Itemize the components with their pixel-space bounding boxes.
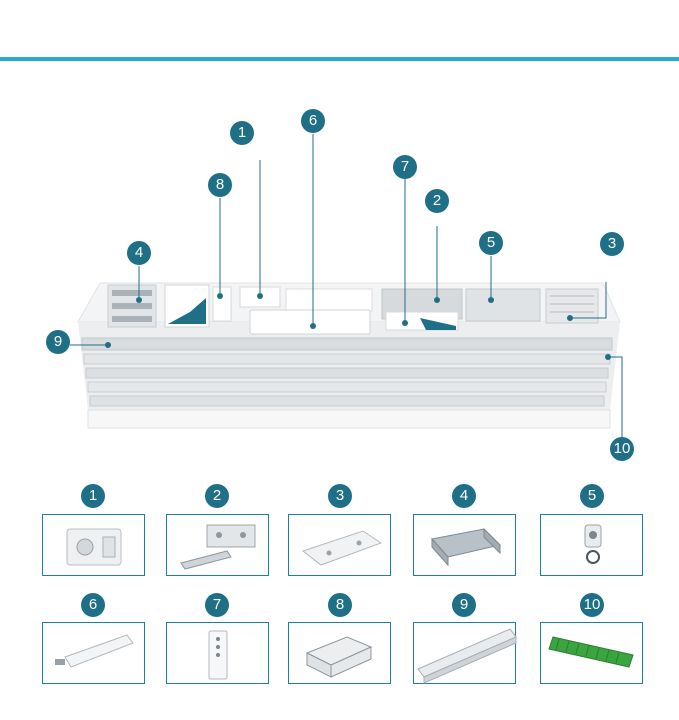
part-number-badge: 5 [580, 484, 604, 508]
callout-badge: 7 [393, 155, 417, 179]
remote-control-icon [208, 630, 228, 680]
part-tile [540, 514, 643, 576]
part-tile [288, 622, 391, 684]
callout-badge: 10 [610, 437, 634, 461]
part-number-badge: 6 [81, 593, 105, 617]
part-tile [166, 622, 269, 684]
belt-icon [548, 636, 634, 668]
part-tile [413, 622, 517, 684]
callout-badge: 6 [301, 109, 325, 133]
rail-profile-icon [417, 628, 517, 684]
channel-clip-icon [431, 527, 501, 567]
part-number-badge: 1 [81, 484, 105, 508]
motor-icon [55, 634, 134, 668]
callout-badge: 9 [46, 330, 70, 354]
part-number-badge: 7 [205, 593, 229, 617]
connector-icon [305, 636, 373, 678]
part-number-badge: 2 [205, 484, 229, 508]
part-tile [42, 514, 145, 576]
ceiling-plate-icon [301, 530, 383, 566]
part-tile [166, 514, 269, 576]
bracket-icon [180, 524, 256, 570]
end-cap-icon [66, 528, 122, 566]
part-number-badge: 10 [580, 593, 604, 617]
callout-badge: 8 [208, 173, 232, 197]
part-number-badge: 9 [452, 593, 476, 617]
part-tile [288, 514, 391, 576]
callout-badge: 5 [479, 231, 503, 255]
callout-badge: 4 [127, 241, 151, 265]
header-accent-line [0, 57, 679, 61]
callout-badge: 3 [600, 232, 624, 256]
part-tile [413, 514, 516, 576]
part-tile [540, 622, 643, 684]
part-number-badge: 8 [328, 593, 352, 617]
callout-badge: 2 [425, 189, 449, 213]
callout-badge: 1 [230, 121, 254, 145]
part-number-badge: 3 [328, 484, 352, 508]
part-number-badge: 4 [452, 484, 476, 508]
part-tile [42, 622, 145, 684]
runner-hook-icon [584, 524, 602, 564]
